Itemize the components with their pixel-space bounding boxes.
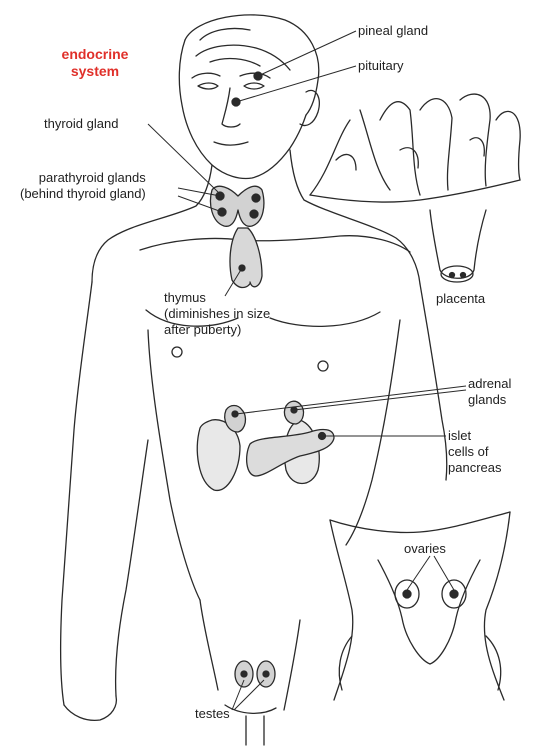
label-testes: testes: [195, 706, 230, 722]
thymus-line-3: after puberty): [164, 322, 270, 338]
abdominal-organs: [197, 401, 334, 490]
label-thymus: thymus (diminishes in size after puberty…: [164, 290, 270, 338]
thymus-line-2: (diminishes in size: [164, 306, 270, 322]
diagram-title: endocrine system: [45, 46, 145, 80]
thyroid-gland-shape: [211, 186, 264, 226]
label-adrenal-glands: adrenal glands: [468, 376, 511, 408]
label-thyroid-gland: thyroid gland: [44, 116, 118, 132]
title-line-1: endocrine: [45, 46, 145, 63]
leader-lines: [148, 31, 466, 710]
testes-shape: [235, 661, 275, 687]
label-pituitary: pituitary: [358, 58, 404, 74]
islet-line-1: islet: [448, 428, 501, 444]
label-ovaries: ovaries: [404, 541, 446, 557]
placenta-illustration: [310, 94, 520, 282]
label-parathyroid-glands: parathyroid glands (behind thyroid gland…: [20, 170, 146, 202]
adrenal-line-1: adrenal: [468, 376, 511, 392]
label-pineal-gland: pineal gland: [358, 23, 428, 39]
thymus-line-1: thymus: [164, 290, 270, 306]
label-islet-cells: islet cells of pancreas: [448, 428, 501, 476]
thymus-shape: [230, 228, 262, 288]
islet-line-2: cells of: [448, 444, 501, 460]
label-placenta: placenta: [436, 291, 485, 307]
head-outline: [179, 15, 319, 179]
adrenal-line-2: glands: [468, 392, 511, 408]
parathyroid-line-1: parathyroid glands: [20, 170, 146, 186]
islet-line-3: pancreas: [448, 460, 501, 476]
parathyroid-line-2: (behind thyroid gland): [20, 186, 146, 202]
title-line-2: system: [45, 63, 145, 80]
